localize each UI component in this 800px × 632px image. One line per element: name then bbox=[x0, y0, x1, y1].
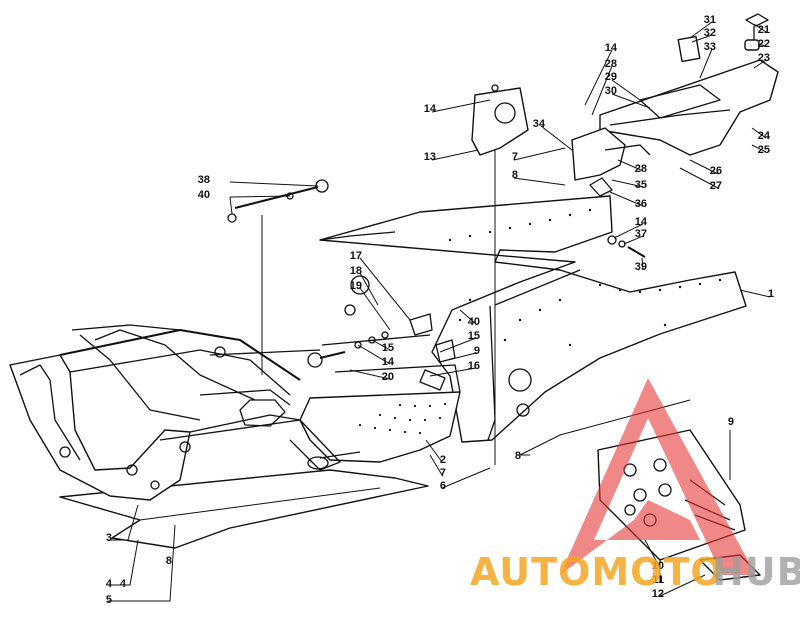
mount-bracket bbox=[471, 84, 529, 156]
callout-c7b: 7 bbox=[512, 151, 518, 163]
front-bolt bbox=[227, 179, 329, 223]
callout-c11: 11 bbox=[652, 574, 664, 586]
tunnel-rivets bbox=[448, 208, 722, 347]
callout-c14b: 14 bbox=[605, 42, 618, 54]
callout-c27: 27 bbox=[710, 180, 722, 192]
callout-c39: 39 bbox=[635, 261, 647, 273]
callout-c12: 12 bbox=[652, 588, 664, 600]
callout-c26: 26 bbox=[710, 165, 722, 177]
callout-c30: 30 bbox=[605, 85, 617, 97]
callout-c21: 21 bbox=[758, 24, 770, 36]
callout-c6: 6 bbox=[440, 480, 446, 492]
callout-c35: 35 bbox=[635, 179, 647, 191]
callout-c3: 3 bbox=[106, 532, 112, 544]
callout-c15a: 15 bbox=[382, 342, 394, 354]
callout-c23: 23 bbox=[758, 52, 770, 64]
watermark-text-right: HUB bbox=[712, 550, 800, 594]
callout-c8: 8 bbox=[512, 169, 518, 181]
callout-c4: 4 bbox=[106, 578, 113, 590]
callout-c9b: 9 bbox=[728, 416, 734, 428]
front-bumper-frame bbox=[9, 324, 361, 501]
callout-c2: 2 bbox=[440, 454, 446, 466]
callout-c40b: 40 bbox=[468, 316, 480, 328]
callout-c36: 36 bbox=[635, 198, 647, 210]
callout-c13: 13 bbox=[424, 151, 436, 163]
callout-c5: 5 bbox=[106, 594, 112, 606]
callout-c4b: 4 bbox=[120, 578, 127, 590]
callout-c40a: 40 bbox=[198, 189, 210, 201]
callout-c17: 17 bbox=[350, 250, 362, 262]
watermark-logo: AUTOMOTO HUB bbox=[470, 378, 800, 594]
callout-c9: 9 bbox=[474, 345, 480, 357]
callout-c37: 37 bbox=[635, 228, 647, 240]
callout-c14d: 14 bbox=[382, 356, 395, 368]
callout-c24: 24 bbox=[758, 130, 771, 142]
callout-c25: 25 bbox=[758, 144, 770, 156]
callout-c8c: 8 bbox=[515, 450, 521, 462]
callout-c16: 16 bbox=[468, 360, 480, 372]
callout-c14c: 14 bbox=[635, 216, 648, 228]
mid-bracket bbox=[571, 127, 651, 197]
callout-c8b: 8 bbox=[166, 555, 172, 567]
callout-c38: 38 bbox=[198, 174, 210, 186]
callout-c33: 33 bbox=[704, 41, 716, 53]
callout-c32: 32 bbox=[704, 27, 716, 39]
front-side-panel bbox=[299, 334, 461, 463]
callout-c31: 31 bbox=[704, 14, 716, 26]
callout-c15b: 15 bbox=[468, 330, 480, 342]
callout-c14a: 14 bbox=[424, 103, 437, 115]
watermark-text-left: AUTOMOTO bbox=[470, 550, 724, 594]
callout-c19: 19 bbox=[350, 280, 362, 292]
callout-c1: 1 bbox=[768, 288, 774, 300]
callout-c18: 18 bbox=[350, 265, 362, 277]
rear-rail bbox=[599, 13, 779, 156]
callout-c34: 34 bbox=[533, 118, 546, 130]
callout-c20: 20 bbox=[382, 371, 394, 383]
callout-c22: 22 bbox=[758, 38, 770, 50]
watermark-triangle-icon bbox=[560, 378, 756, 575]
callout-c28b: 28 bbox=[635, 163, 647, 175]
callout-c29: 29 bbox=[605, 71, 617, 83]
callout-c7: 7 bbox=[440, 467, 446, 479]
callout-c10: 10 bbox=[652, 560, 664, 572]
panel-holes bbox=[358, 402, 447, 435]
callout-c28a: 28 bbox=[605, 58, 617, 70]
